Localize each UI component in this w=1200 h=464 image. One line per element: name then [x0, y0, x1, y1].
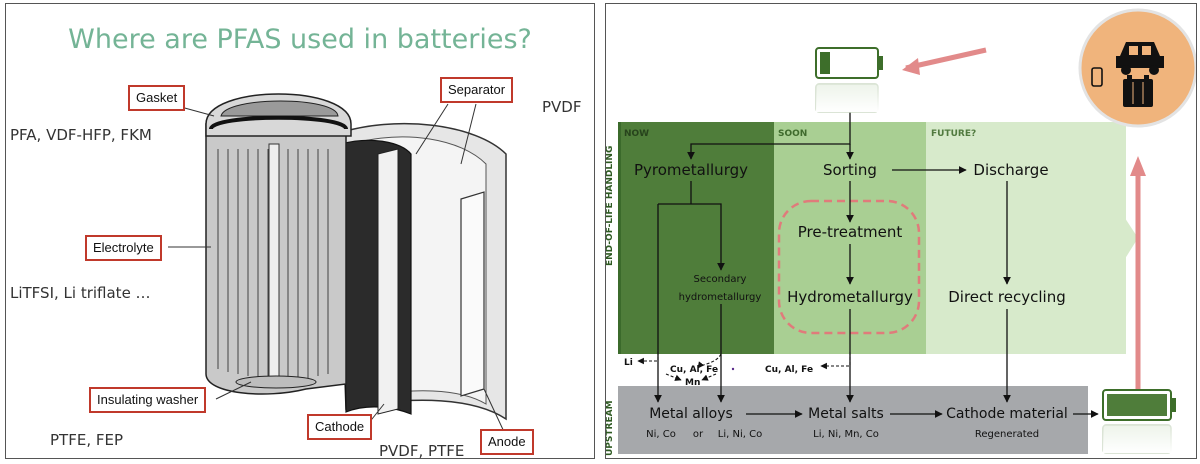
node-discharge: Discharge [973, 161, 1048, 179]
left-panel-title: Where are PFAS used in batteries? [68, 24, 532, 55]
col-soon: SOON [778, 129, 807, 139]
washer-chemicals: PTFE, FEP [50, 431, 124, 449]
center-pin [268, 143, 280, 380]
arrow-to-cu-al-fe-2 [820, 352, 851, 370]
separator-chemicals: PVDF [542, 98, 582, 116]
alloy-ni-co: Ni, Co [646, 429, 676, 440]
car-icon [1116, 42, 1164, 75]
node-secondary-line1: Secondary [694, 274, 747, 285]
node-pyrometallurgy: Pyrometallurgy [634, 161, 748, 179]
phone-icon [1091, 67, 1103, 87]
byproduct-cu-al-fe-1: Cu, Al, Fe [670, 365, 718, 375]
cathode-regenerated: Regenerated [975, 429, 1039, 440]
right-panel-recycling-flow: END-OF-LIFE HANDLING UPSTREAM NOW SOON F… [605, 3, 1197, 459]
arrow-mn-right [701, 373, 717, 381]
recycling-flow-diagram: END-OF-LIFE HANDLING UPSTREAM NOW SOON F… [606, 8, 1196, 456]
flow-arrows [654, 94, 1099, 418]
node-secondary-line2: hydrometallurgy [679, 292, 762, 303]
node-pretreatment: Pre-treatment [798, 223, 903, 241]
col-now: NOW [624, 129, 649, 139]
red-arrowhead-left [902, 58, 920, 75]
col-future: FUTURE? [931, 129, 976, 139]
cathode-sheet [340, 139, 412, 415]
red-arrowhead-up [1130, 156, 1146, 176]
cathode-label: Cathode [307, 414, 373, 440]
byproduct-mn: Mn [685, 378, 700, 388]
alloy-or: or [693, 429, 704, 440]
arrow-to-cu-al-fe-1 [697, 353, 722, 369]
left-panel-battery-diagram: Where are PFAS used in batteries? [5, 3, 595, 460]
regenerated-battery-icon [1102, 389, 1176, 454]
gasket-ring [209, 115, 348, 131]
red-arrow-to-used-battery [905, 47, 987, 71]
salts-list: Li, Ni, Mn, Co [813, 429, 879, 440]
upstream-side-label: UPSTREAM [606, 400, 615, 456]
cathode-tab [377, 148, 399, 415]
insulating-washer-disc [235, 375, 317, 389]
now-band [618, 122, 774, 354]
node-metal-salts: Metal salts [808, 406, 884, 422]
eol-side-label: END-OF-LIFE HANDLING [606, 146, 615, 266]
node-hydrometallurgy: Hydrometallurgy [787, 288, 913, 306]
node-direct-recycling: Direct recycling [948, 288, 1065, 306]
byproduct-cu-al-fe-2: Cu, Al, Fe [765, 365, 813, 375]
gasket-chemicals: PFA, VDF-HFP, FKM [10, 126, 152, 144]
arrow-mn-left [665, 373, 682, 381]
arrow-pyro-to-secondary [658, 203, 725, 271]
arrow-battery-to-pyro [687, 94, 851, 160]
arrow-li-out [637, 352, 659, 365]
electrode-chemicals: PVDF, PTFE [379, 442, 465, 460]
electrolyte-chemicals: LiTFSI, Li triflate … [10, 284, 151, 302]
anode-label: Anode [480, 429, 534, 455]
eol-edge [618, 122, 621, 354]
insulating-washer-label: Insulating washer [89, 387, 207, 413]
pretreatment-dashed-loop [777, 199, 921, 335]
electrolyte-label: Electrolyte [85, 235, 162, 261]
gasket-label: Gasket [128, 85, 186, 111]
alloy-li-ni-co: Li, Ni, Co [718, 429, 762, 440]
dashed-byproduct-arrows [637, 352, 851, 381]
band-arrow [1106, 189, 1138, 289]
stray-dot [731, 367, 735, 371]
future-arrow-tip [1081, 184, 1116, 294]
battery-cutaway-illustration [168, 93, 507, 437]
byproduct-li: Li [624, 358, 633, 368]
battery-top-inner [220, 100, 339, 117]
jelly-roll-layers [217, 149, 329, 380]
battery-pack-icon [1123, 75, 1153, 107]
anode-sheet [460, 191, 485, 397]
used-battery-icon [815, 47, 883, 113]
separator-label: Separator [440, 77, 514, 103]
leader-lines [168, 103, 507, 437]
node-cathode-material: Cathode material [946, 406, 1068, 422]
node-metal-alloys: Metal alloys [649, 406, 733, 422]
node-sorting: Sorting [823, 161, 877, 179]
